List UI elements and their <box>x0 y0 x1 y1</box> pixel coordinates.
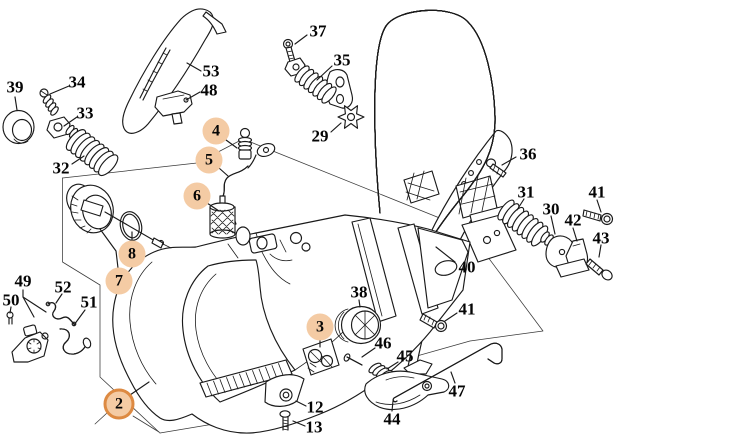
screw-43 <box>585 258 613 281</box>
part-callout-38[interactable]: 38 <box>350 282 368 302</box>
part-callout-44[interactable]: 44 <box>383 409 401 429</box>
part-callout-53[interactable]: 53 <box>202 61 220 81</box>
part-callout-4[interactable]: 4 <box>202 117 230 145</box>
part-callout-35[interactable]: 35 <box>333 50 351 70</box>
lever-48 <box>154 90 193 125</box>
screw-41-bottom <box>419 313 448 333</box>
fitting-33 <box>46 116 79 139</box>
o-ring-8 <box>119 211 143 241</box>
part-callout-33[interactable]: 33 <box>76 103 94 123</box>
part-callout-5[interactable]: 5 <box>195 146 223 174</box>
part-callout-3[interactable]: 3 <box>306 313 334 341</box>
part-callout-36[interactable]: 36 <box>519 144 537 164</box>
spring-bolt-35 <box>284 57 354 109</box>
part-callout-46[interactable]: 46 <box>374 333 392 353</box>
part-callout-12[interactable]: 12 <box>306 397 324 417</box>
tank-vent-4 <box>237 127 276 169</box>
handle-mount-parts <box>485 158 614 281</box>
part-callout-50[interactable]: 50 <box>2 290 20 310</box>
screw-spring-34 <box>39 88 59 116</box>
plug-38 <box>334 305 382 345</box>
part-callout-41[interactable]: 41 <box>458 299 476 319</box>
part-callout-13[interactable]: 13 <box>305 417 323 434</box>
part-callout-40[interactable]: 40 <box>458 257 476 277</box>
screw-41-right <box>582 209 614 226</box>
part-callout-31[interactable]: 31 <box>517 182 535 202</box>
part-callout-43[interactable]: 43 <box>592 228 610 248</box>
part-callout-2[interactable]: 2 <box>103 388 135 420</box>
part-callout-49[interactable]: 49 <box>14 271 32 291</box>
part-callout-6[interactable]: 6 <box>183 182 211 210</box>
spring-wire-52 <box>45 301 77 327</box>
catcher-assembly-49 <box>11 324 49 363</box>
part-callout-30[interactable]: 30 <box>542 199 560 219</box>
spring-32 <box>65 129 119 177</box>
safety-sticker <box>302 338 340 376</box>
part-callout-29[interactable]: 29 <box>311 126 329 146</box>
star-nut-29 <box>337 105 365 129</box>
fuel-cap-7 <box>66 183 164 249</box>
part-callout-45[interactable]: 45 <box>396 346 414 366</box>
fuel-filter-6 <box>209 195 236 239</box>
part-callout-41[interactable]: 41 <box>588 182 606 202</box>
part-callout-52[interactable]: 52 <box>54 277 72 297</box>
part-callout-34[interactable]: 34 <box>68 72 86 92</box>
hose-51 <box>60 329 92 354</box>
part-callout-42[interactable]: 42 <box>564 210 582 230</box>
part-callout-39[interactable]: 39 <box>6 77 24 97</box>
part-callout-8[interactable]: 8 <box>118 240 146 268</box>
grip-molding-53 <box>122 8 227 134</box>
part-callout-7[interactable]: 7 <box>105 267 133 295</box>
part-callout-47[interactable]: 47 <box>448 381 466 401</box>
pin-46 <box>343 353 362 365</box>
part-callout-32[interactable]: 32 <box>52 158 70 178</box>
cap-39 <box>2 109 35 145</box>
screw-13 <box>279 410 291 431</box>
part-callout-48[interactable]: 48 <box>200 80 218 100</box>
part-callout-37[interactable]: 37 <box>309 21 327 41</box>
bracket-42 <box>555 238 590 278</box>
leader-lines <box>9 34 602 427</box>
part-callout-51[interactable]: 51 <box>80 292 98 312</box>
spring-31 <box>497 199 549 247</box>
